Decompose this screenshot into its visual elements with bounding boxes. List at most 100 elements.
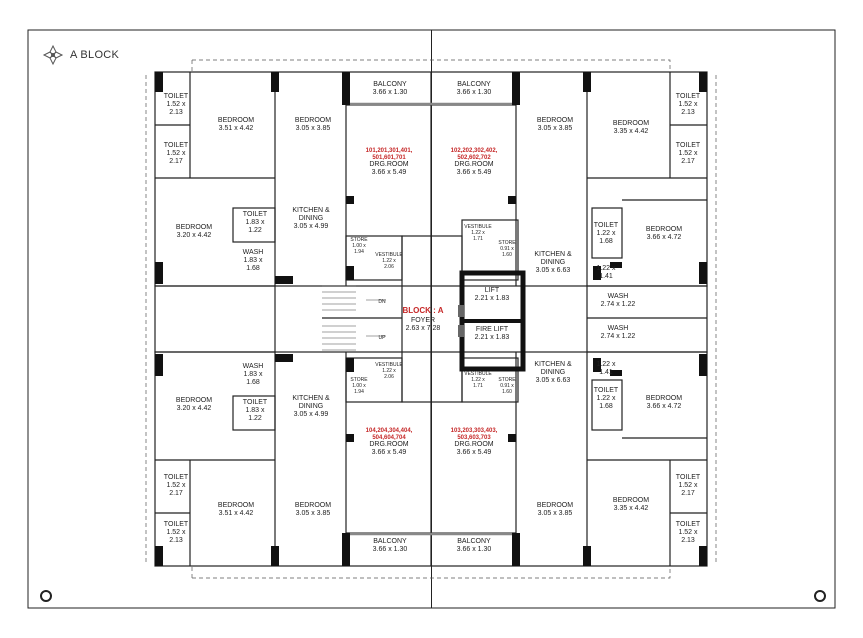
room-size: 1.52 x xyxy=(678,101,698,108)
room-size: 1.22 x xyxy=(596,230,616,237)
room-size: 1.41 xyxy=(599,273,613,280)
room-size: 2.17 xyxy=(681,490,695,497)
room-name: BEDROOM xyxy=(295,117,331,124)
room-name: LIFT xyxy=(485,287,500,294)
room-size: 1.22 x xyxy=(596,395,616,402)
room-name: DRG.ROOM xyxy=(369,441,408,448)
room-size: 3.66 x 5.49 xyxy=(457,169,492,176)
room-size: 1.71 xyxy=(473,236,483,242)
room-size: 3.66 x 1.30 xyxy=(457,546,492,553)
room-size: 3.35 x 4.42 xyxy=(614,128,649,135)
room-size: 2.74 x 1.22 xyxy=(601,333,636,340)
room-size: 3.05 x 3.85 xyxy=(296,125,331,132)
lotus-icon xyxy=(42,44,64,66)
room-size: 2.13 xyxy=(681,537,695,544)
room-size: 1.22 xyxy=(248,415,262,422)
room-name: VESTIBULE xyxy=(375,252,403,258)
room-size: 1.22 x xyxy=(596,265,616,272)
room-size: 3.20 x 4.42 xyxy=(177,232,212,239)
room-size: 2.17 xyxy=(169,490,183,497)
room-size: 1.52 x xyxy=(678,150,698,157)
room-size: 1.83 x xyxy=(245,219,265,226)
room-name: DINING xyxy=(299,403,324,410)
room-size: 1.83 x xyxy=(243,371,263,378)
unit-numbers: 501,601,701 xyxy=(372,155,406,161)
staircase xyxy=(322,285,386,351)
room-name: TOILET xyxy=(676,142,701,149)
room-name: BEDROOM xyxy=(176,397,212,404)
room-name: VESTIBULE xyxy=(464,371,492,377)
room-name: TOILET xyxy=(594,222,619,229)
right-page-marker xyxy=(814,590,826,602)
room-size: 2.21 x 1.83 xyxy=(475,334,510,341)
room-name: BALCONY xyxy=(373,538,407,545)
room-size: 3.66 x 4.72 xyxy=(647,403,682,410)
room-size: 3.66 x 1.30 xyxy=(373,546,408,553)
room-size: 2.63 x 7.28 xyxy=(406,325,441,332)
room-size: 1.60 xyxy=(502,389,512,395)
block-title: A BLOCK xyxy=(70,49,120,61)
room-name: KITCHEN & xyxy=(534,361,572,368)
unit-numbers: 103,203,303,403, xyxy=(451,428,498,434)
room-name: BEDROOM xyxy=(176,224,212,231)
dashed-outline xyxy=(145,59,717,579)
room-size: 3.05 x 4.99 xyxy=(294,411,329,418)
block-label: BLOCK : A xyxy=(402,306,443,315)
room-name: DINING xyxy=(541,259,566,266)
room-size: 1.71 xyxy=(473,383,483,389)
room-name: KITCHEN & xyxy=(292,207,330,214)
room-size: 1.22 x xyxy=(596,361,616,368)
room-name: TOILET xyxy=(243,211,268,218)
room-size: 3.66 x 1.30 xyxy=(457,89,492,96)
room-name: TOILET xyxy=(164,474,189,481)
unit-numbers: 503,603,703 xyxy=(457,435,491,441)
room-size: 1.52 x xyxy=(678,529,698,536)
room-size: 1.22 x xyxy=(382,258,396,264)
room-size: 3.20 x 4.42 xyxy=(177,405,212,412)
structural-columns xyxy=(155,72,707,566)
room-name: BEDROOM xyxy=(537,502,573,509)
room-size: 1.68 xyxy=(599,238,613,245)
room-name: TOILET xyxy=(594,387,619,394)
room-size: 2.13 xyxy=(681,109,695,116)
room-size: 1.52 x xyxy=(166,150,186,157)
room-name: DRG.ROOM xyxy=(369,161,408,168)
room-size: 2.06 xyxy=(384,264,394,270)
room-name: BEDROOM xyxy=(537,117,573,124)
room-name: TOILET xyxy=(676,521,701,528)
room-size: 3.66 x 1.30 xyxy=(373,89,408,96)
room-size: 1.68 xyxy=(599,403,613,410)
room-size: 3.51 x 4.42 xyxy=(219,510,254,517)
room-size: 1.22 xyxy=(248,227,262,234)
room-name: DINING xyxy=(299,215,324,222)
room-name: KITCHEN & xyxy=(534,251,572,258)
room-name: STORE xyxy=(350,237,368,243)
block-header: A BLOCK xyxy=(42,44,119,66)
room-name: STORE xyxy=(498,377,516,383)
room-size: 2.17 xyxy=(169,158,183,165)
stair-up-label: UP xyxy=(379,335,387,341)
room-size: 1.22 x xyxy=(471,230,485,236)
room-size: 2.17 xyxy=(681,158,695,165)
room-size: 3.66 x 5.49 xyxy=(372,169,407,176)
room-name: TOILET xyxy=(164,142,189,149)
unit-numbers: 502,602,702 xyxy=(457,155,491,161)
room-size: 1.00 x xyxy=(352,243,366,249)
room-name: BEDROOM xyxy=(613,497,649,504)
room-name: STORE xyxy=(350,377,368,383)
room-name: DRG.ROOM xyxy=(454,441,493,448)
lift-core xyxy=(458,270,526,372)
room-name: BEDROOM xyxy=(218,117,254,124)
left-page-marker xyxy=(40,590,52,602)
room-size: 2.13 xyxy=(169,109,183,116)
room-size: 1.60 xyxy=(502,252,512,258)
room-size: 3.35 x 4.42 xyxy=(614,505,649,512)
room-size: 1.68 xyxy=(246,379,260,386)
room-size: 3.66 x 5.49 xyxy=(372,449,407,456)
room-name: BALCONY xyxy=(457,81,491,88)
room-name: STORE xyxy=(498,240,516,246)
room-size: 3.05 x 3.85 xyxy=(538,510,573,517)
